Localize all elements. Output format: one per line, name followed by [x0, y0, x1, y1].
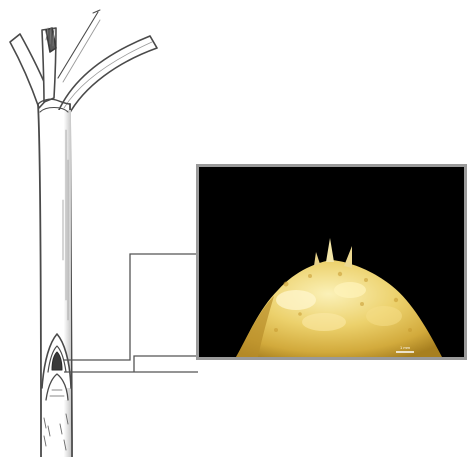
connector-lines [64, 254, 198, 372]
plant-stem-drawing [10, 10, 157, 457]
micrograph-inset: 1 mm [196, 164, 467, 360]
right-branch [58, 36, 157, 116]
tissue-highlight-4 [366, 306, 402, 326]
spike-tip-mark [93, 10, 100, 13]
connector-upper [64, 254, 198, 360]
connector-lower-riser [134, 356, 198, 372]
tissue-highlight-3 [302, 313, 346, 331]
main-stem-fill [42, 110, 71, 457]
tissue-highlight-1 [276, 290, 316, 310]
scale-bar-label: 1 mm [400, 345, 411, 350]
tissue-highlight-2 [334, 282, 366, 298]
